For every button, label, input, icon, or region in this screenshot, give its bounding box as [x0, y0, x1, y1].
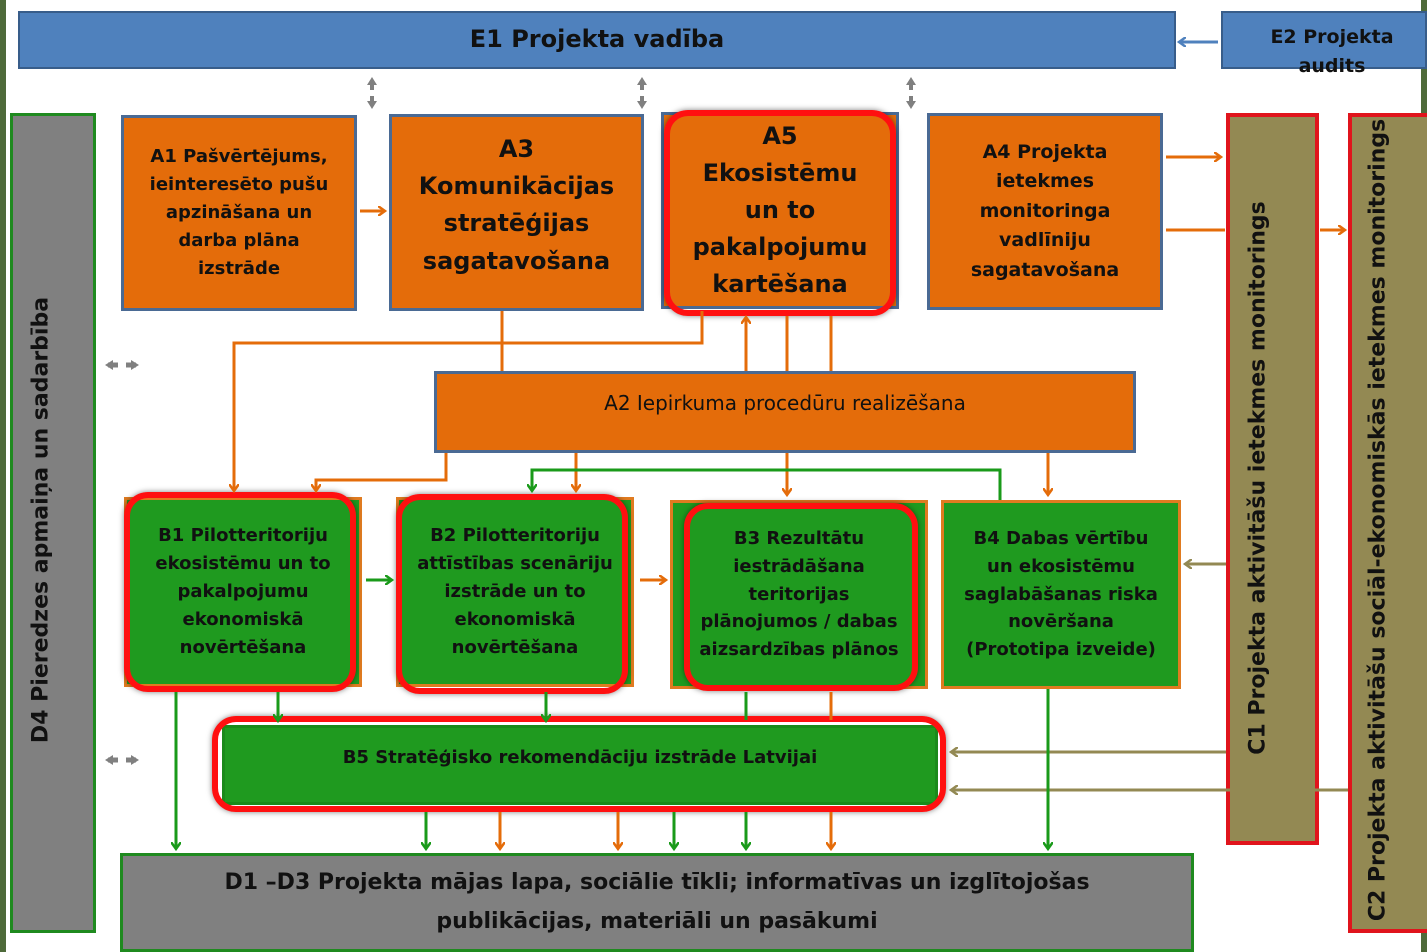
- node-e2: E2 Projekta audits: [1221, 11, 1427, 77]
- node-b5: B5 Stratēģisko rekomendāciju izstrāde La…: [222, 725, 938, 805]
- node-a2-label: A2 Iepirkuma procedūru realizēšana: [604, 391, 966, 415]
- arrow-b4-b2: [532, 468, 1002, 500]
- node-a3: A3 Komunikācijas stratēģijas sagatavošan…: [389, 114, 644, 311]
- node-b5-label: B5 Stratēģisko rekomendāciju izstrāde La…: [342, 747, 818, 768]
- node-c2-label: C2 Projekta aktivitāšu sociāl-ekonomiskā…: [1365, 118, 1391, 922]
- node-c1-label: C1 Projekta aktivitāšu ietekmes monitori…: [1245, 201, 1271, 755]
- node-e1: E1 Projekta vadība: [18, 11, 1176, 69]
- node-a5-label: A5 Ekosistēmu un to pakalpojumu kartēšan…: [692, 121, 868, 299]
- node-a3-label: A3 Komunikācijas stratēģijas sagatavošan…: [418, 135, 615, 275]
- node-b1-label: B1 Pilotteritoriju ekosistēmu un to paka…: [155, 525, 331, 658]
- node-d4-label: D4 Pieredzes apmaiņa un sadarbība: [28, 296, 54, 744]
- node-b2: B2 Pilotteritoriju attīstības scenāriju …: [396, 497, 634, 687]
- arrow-a2-b1: [316, 453, 448, 490]
- node-b2-label: B2 Pilotteritoriju attīstības scenāriju …: [417, 525, 613, 658]
- node-a4-label: A4 Projekta ietekmes monitoringa vadlīni…: [970, 140, 1120, 281]
- node-b1: B1 Pilotteritoriju ekosistēmu un to paka…: [124, 497, 362, 687]
- node-a4: A4 Projekta ietekmes monitoringa vadlīni…: [927, 113, 1163, 310]
- node-d1: D1 –D3 Projekta mājas lapa, sociālie tīk…: [120, 853, 1194, 952]
- node-c2: [1348, 113, 1427, 933]
- node-a1: A1 Pašvērtējums, ieinteresēto pušu apzin…: [121, 115, 357, 311]
- node-b4-label: B4 Dabas vērtību un ekosistēmu saglabāša…: [964, 527, 1158, 661]
- node-b3-label: B3 Rezultātu iestrādāšana teritorijas pl…: [699, 527, 899, 661]
- node-b3: B3 Rezultātu iestrādāšana teritorijas pl…: [670, 500, 928, 689]
- left-edge-strip: [0, 0, 6, 952]
- node-a5: A5 Ekosistēmu un to pakalpojumu kartēšan…: [661, 112, 899, 309]
- node-e2-label: E2 Projekta audits: [1270, 26, 1394, 78]
- node-a2: A2 Iepirkuma procedūru realizēšana: [434, 371, 1136, 453]
- node-e1-label: E1 Projekta vadība: [469, 25, 725, 54]
- node-a1-label: A1 Pašvērtējums, ieinteresēto pušu apzin…: [149, 146, 329, 279]
- node-d1-label: D1 –D3 Projekta mājas lapa, sociālie tīk…: [224, 870, 1090, 934]
- node-b4: B4 Dabas vērtību un ekosistēmu saglabāša…: [941, 500, 1181, 689]
- node-c1: [1226, 113, 1319, 845]
- node-d4: [10, 113, 96, 933]
